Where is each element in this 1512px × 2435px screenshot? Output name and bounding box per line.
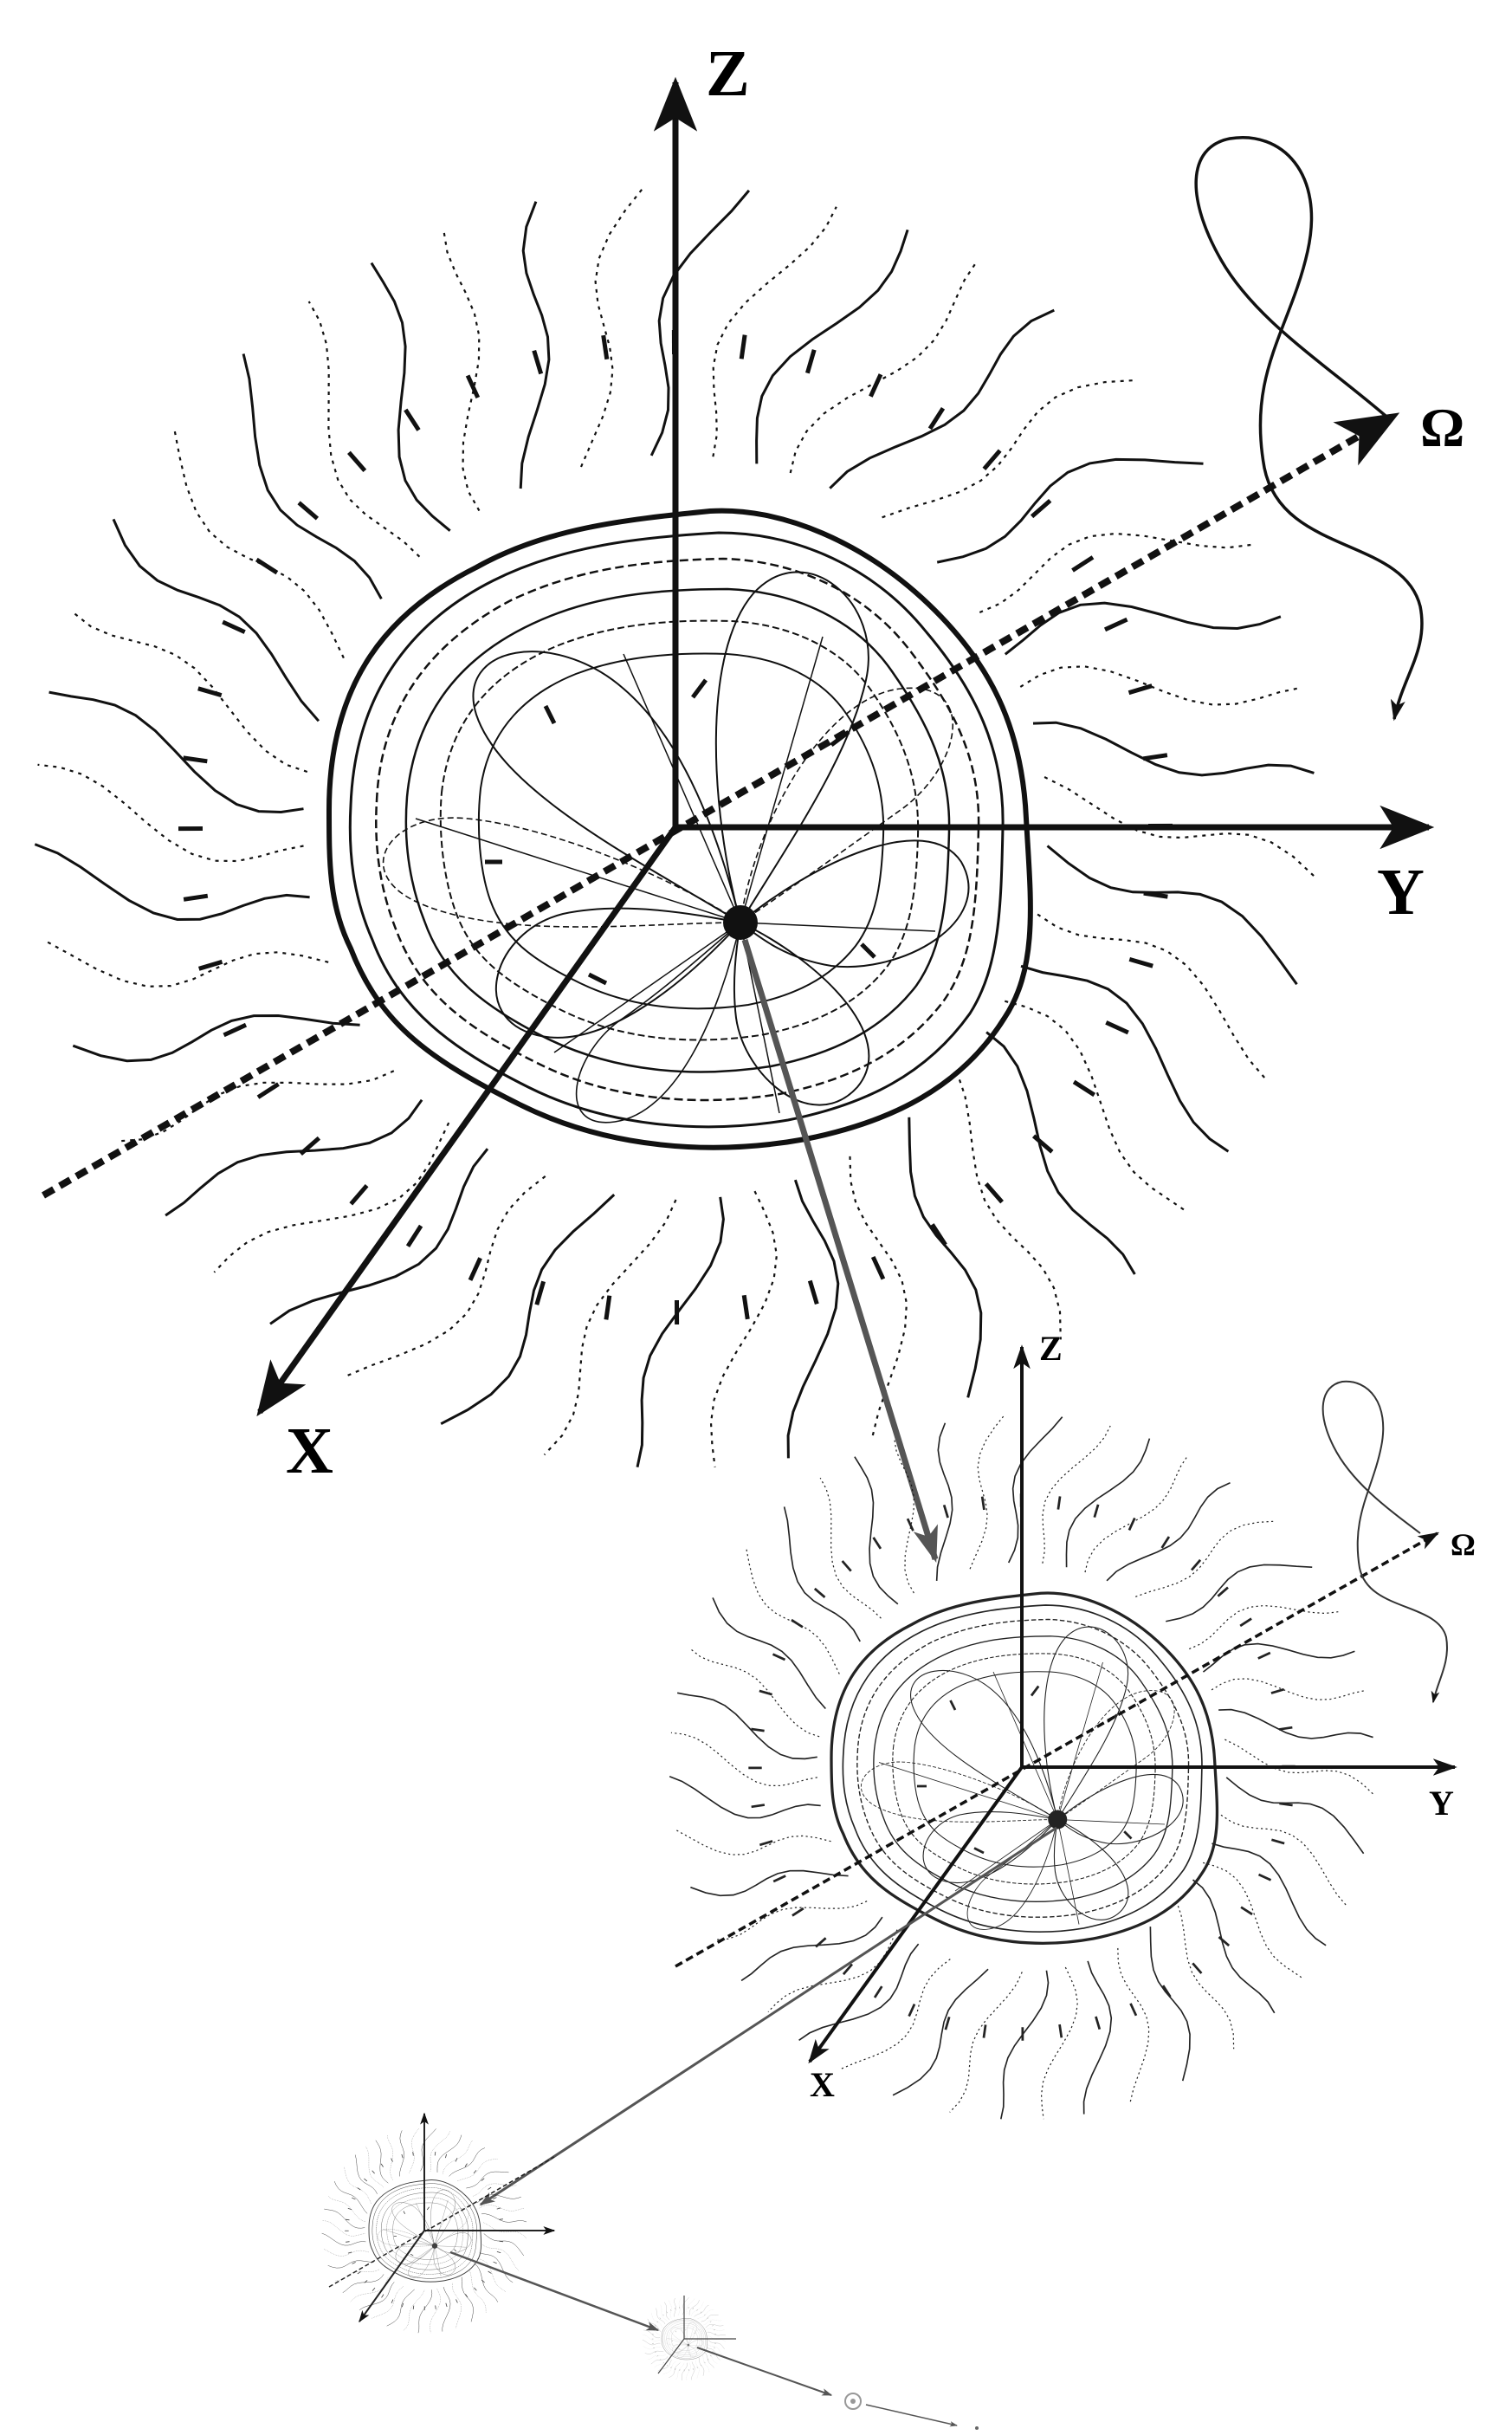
- medium-vortex: Z Y X Ω: [668, 1329, 1476, 2121]
- medium-figure-eight-icon: [1321, 1380, 1448, 1704]
- medium-x-label: X: [810, 2065, 835, 2104]
- large-omega-label: Ω: [1420, 397, 1464, 458]
- medium-y-label: Y: [1429, 1784, 1454, 1823]
- medium-omega-axis: [675, 1532, 1440, 1968]
- large-x-label: X: [286, 1415, 333, 1487]
- tiny-vortex: [642, 2296, 736, 2381]
- large-vortex: Z Y X Ω: [35, 37, 1464, 1487]
- medium-x-axis: [808, 1765, 1024, 2064]
- terminal-point: [975, 2426, 979, 2430]
- large-z-label: Z: [706, 37, 750, 110]
- zoom-chain-arrow-3: [449, 2250, 660, 2332]
- large-axes: [42, 76, 1435, 1417]
- zoom-chain-arrow-icon: [741, 938, 939, 1564]
- large-omega-axis: [42, 412, 1400, 1199]
- zoom-chain-arrow-4: [696, 2347, 833, 2396]
- medium-axes: [675, 1344, 1457, 2064]
- large-y-label: Y: [1377, 856, 1425, 929]
- zoom-chain-arrow-5: [865, 2404, 958, 2427]
- large-x-axis: [256, 825, 678, 1417]
- dot-vortex: [844, 2393, 862, 2410]
- small-vortex: [321, 2112, 556, 2334]
- zoom-chain-arrow-2: [479, 1826, 1057, 2206]
- figure-eight-arrow-icon: [1194, 136, 1424, 722]
- medium-z-label: Z: [1039, 1329, 1063, 1368]
- medium-omega-label: Ω: [1451, 1527, 1476, 1562]
